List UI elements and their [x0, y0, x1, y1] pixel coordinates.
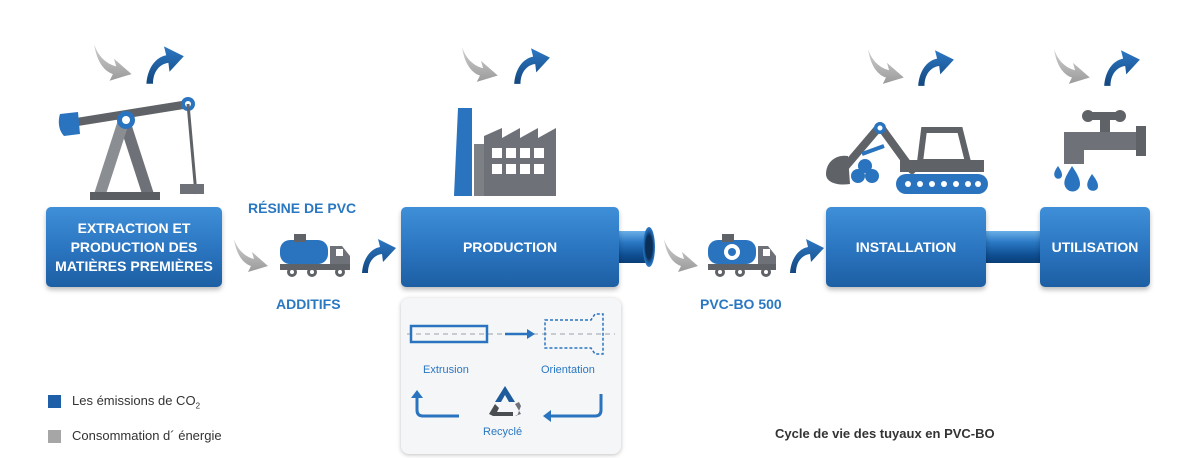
tanker-truck-icon — [280, 234, 350, 277]
process-extrusion-label: Extrusion — [423, 364, 469, 376]
pipe-end — [643, 227, 655, 267]
stage-installation-label: INSTALLATION — [855, 238, 957, 255]
legend-emissions-text: Les émissions de CO — [72, 393, 196, 408]
stage-utilisation-box: UTILISATION — [1040, 207, 1150, 287]
process-diagram — [407, 313, 615, 422]
co2-emission-arrow-icon — [914, 44, 956, 90]
factory-icon — [454, 108, 556, 196]
co2-emission-arrow-icon — [358, 232, 398, 278]
stage-extraction-label: EXTRACTION ET PRODUCTION DES MATIÈRES PR… — [55, 219, 213, 274]
energy-consumption-arrow-icon — [460, 42, 502, 86]
stage-extraction-box: EXTRACTION ET PRODUCTION DES MATIÈRES PR… — [46, 207, 222, 287]
excavator-icon — [826, 122, 988, 194]
legend-energy-label: Consommation d´ énergie — [72, 428, 222, 443]
energy-consumption-arrow-icon — [92, 40, 136, 84]
pipe-segment — [980, 231, 1046, 263]
co2-emission-arrow-icon — [142, 40, 186, 88]
co2-emission-arrow-icon — [1100, 44, 1142, 90]
energy-consumption-arrow-icon — [1052, 44, 1094, 88]
legend-emissions-label: Les émissions de CO2 — [72, 393, 200, 411]
label-pvc-bo-500: PVC-BO 500 — [700, 296, 782, 312]
recycle-icon — [489, 386, 521, 416]
stage-production-label: PRODUCTION — [462, 238, 558, 255]
pipe-segment — [614, 231, 648, 263]
oil-pump-jack-icon — [58, 97, 204, 200]
co2-emission-arrow-icon — [786, 232, 826, 278]
energy-consumption-arrow-icon — [662, 234, 702, 276]
process-recycle-label: Recyclé — [483, 426, 523, 438]
energy-consumption-arrow-icon — [866, 44, 908, 88]
diagram-caption: Cycle de vie des tuyaux en PVC-BO — [775, 426, 995, 441]
legend-emissions-swatch — [48, 395, 61, 408]
tanker-truck-icon — [708, 234, 776, 277]
water-tap-icon — [1054, 110, 1146, 192]
label-resine-pvc: RÉSINE DE PVC — [248, 200, 357, 216]
legend-energy-swatch — [48, 430, 61, 443]
stage-utilisation-label: UTILISATION — [1051, 238, 1139, 255]
legend-emissions-subscript: 2 — [195, 401, 201, 411]
stage-production-box: PRODUCTION — [401, 207, 619, 287]
label-additifs: ADDITIFS — [276, 296, 341, 312]
energy-consumption-arrow-icon — [232, 234, 272, 276]
stage-installation-box: INSTALLATION — [826, 207, 986, 287]
production-process-box: Extrusion Orientation Recyclé — [401, 298, 621, 454]
process-orientation-label: Orientation — [541, 364, 595, 376]
co2-emission-arrow-icon — [510, 42, 552, 88]
